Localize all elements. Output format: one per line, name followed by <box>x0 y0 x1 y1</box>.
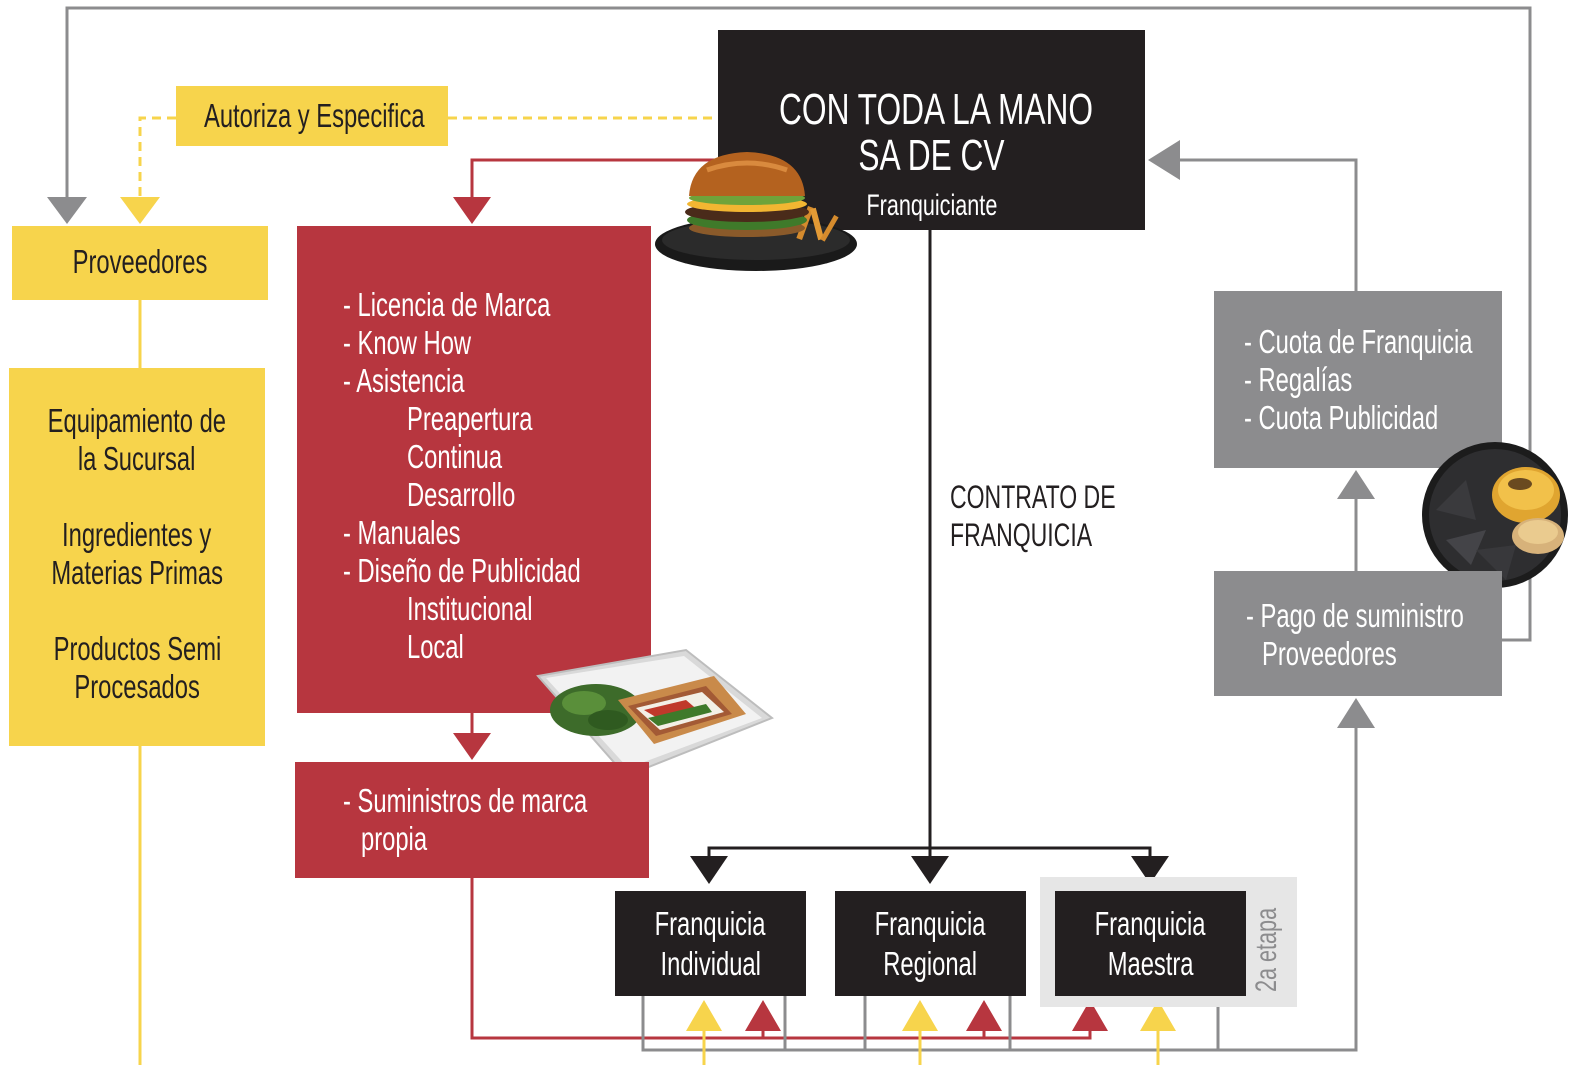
suppliers-title: Proveedores <box>72 243 208 280</box>
franchise-individual: Franquicia Individual <box>615 891 806 996</box>
service-subitem: Continua <box>407 438 503 475</box>
supply-item: Equipamiento de <box>47 402 227 439</box>
service-item: - Know How <box>343 324 472 361</box>
brand-supplies-box: - Suministros de marca propia <box>295 762 649 878</box>
brand-supplies-line1: - Suministros de marca <box>343 782 588 819</box>
franchise-label: Franquicia <box>655 905 766 942</box>
authorize-label: Autoriza y Especifica <box>204 97 425 134</box>
service-item: - Asistencia <box>343 362 465 399</box>
supply-item: Materias Primas <box>51 554 223 591</box>
service-subitem: Institucional <box>407 590 533 627</box>
nachos-image <box>1422 442 1568 588</box>
contract-line2: FRANQUICIA <box>950 517 1093 553</box>
arrow-red-suministros <box>453 733 491 760</box>
franchise-master: Franquicia Maestra <box>1055 891 1246 996</box>
service-subitem: Local <box>407 628 464 665</box>
gray-bottom-line <box>641 728 1358 1052</box>
sandwich-image <box>536 648 774 778</box>
arrow-red-services <box>453 197 491 224</box>
arrow-black-mae <box>1131 856 1169 884</box>
franchise-regional: Franquicia Regional <box>835 891 1026 996</box>
supply-item: Ingredientes y <box>62 516 212 553</box>
franchise-label: Franquicia <box>1095 905 1206 942</box>
franchise-type: Regional <box>883 945 978 982</box>
service-item: - Diseño de Publicidad <box>343 552 581 589</box>
supply-payment-line2: Proveedores <box>1262 635 1397 672</box>
red-line-services <box>470 158 718 198</box>
arrow-gray-cuotas <box>1337 470 1375 499</box>
service-item: - Manuales <box>343 514 461 551</box>
arrow-yellow-reg <box>902 1000 938 1031</box>
fee-item: - Cuota de Franquicia <box>1244 323 1473 360</box>
arrow-yellow-mae <box>1140 1000 1176 1031</box>
service-subitem: Desarrollo <box>407 476 516 513</box>
franchisor-title-line2: SA DE CV <box>858 131 1005 180</box>
outer-gray-loop <box>65 6 1532 642</box>
arrow-gray-proveedores <box>47 197 87 224</box>
burger-image <box>655 152 857 271</box>
franchise-label: Franquicia <box>875 905 986 942</box>
supply-item: Productos Semi <box>53 630 221 667</box>
franchise-type: Maestra <box>1107 945 1194 982</box>
suppliers-box: Proveedores <box>12 226 268 300</box>
arrow-black-ind <box>690 856 728 884</box>
authorize-dash-left <box>138 116 176 198</box>
authorize-label-box: Autoriza y Especifica <box>176 86 448 146</box>
brand-supplies-line2: propia <box>361 820 428 857</box>
supplies-list-box: Equipamiento de la Sucursal Ingredientes… <box>9 368 265 746</box>
supply-payment-line1: - Pago de suministro <box>1246 597 1464 634</box>
contract-line1: CONTRATO DE <box>950 479 1116 515</box>
supply-item: Procesados <box>74 668 200 705</box>
service-item: - Licencia de Marca <box>343 286 551 323</box>
arrow-yellow-ind <box>686 1000 722 1031</box>
gray-cuotas-franchisor <box>1178 158 1358 291</box>
franchisor-title-line1: CON TODA LA MANO <box>779 85 1094 134</box>
red-line-franchises <box>470 878 1092 1040</box>
second-stage-label: 2a etapa <box>1250 875 1283 992</box>
supply-payment-box: - Pago de suministro Proveedores <box>1214 571 1502 696</box>
service-subitem: Preapertura <box>407 400 533 437</box>
contract-branch <box>707 846 1152 858</box>
franchisor-box: CON TODA LA MANO SA DE CV Franquiciante <box>718 30 1145 230</box>
franchise-type: Individual <box>660 945 761 982</box>
fee-item: - Regalías <box>1244 361 1353 398</box>
arrow-red-mae <box>1072 1000 1108 1031</box>
second-stage-text: 2a etapa <box>1250 907 1283 992</box>
arrow-gray-franchisor <box>1148 140 1180 180</box>
arrow-red-ind <box>745 1000 781 1031</box>
arrow-red-reg <box>966 1000 1002 1031</box>
franchisor-services-box: - Licencia de Marca - Know How - Asisten… <box>297 226 651 713</box>
supply-item: la Sucursal <box>78 440 196 477</box>
fees-box: - Cuota de Franquicia - Regalías - Cuota… <box>1214 291 1502 468</box>
arrow-black-reg <box>911 856 949 884</box>
fee-item: - Cuota Publicidad <box>1244 399 1439 436</box>
arrow-gray-pago <box>1337 698 1375 728</box>
arrow-yellow-proveedores <box>120 197 160 224</box>
franchisor-subtitle: Franquiciante <box>866 189 997 222</box>
